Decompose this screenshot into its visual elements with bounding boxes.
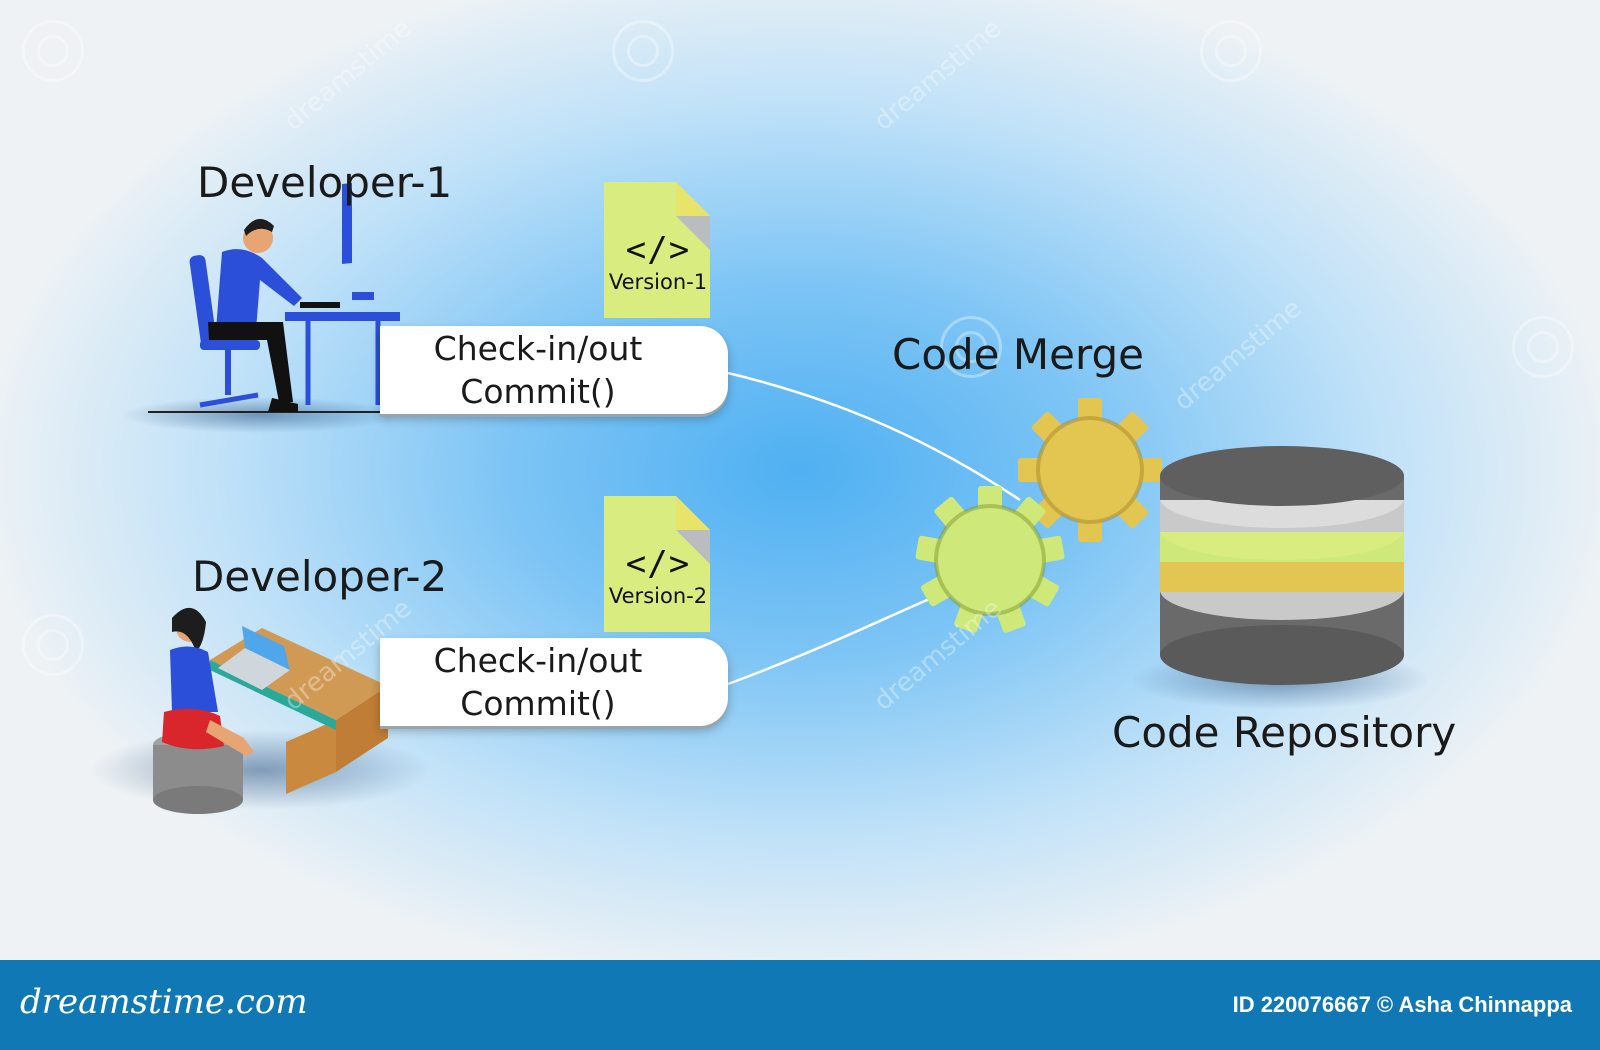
code-tag-icon: </>: [625, 544, 691, 584]
developer-1-illustration: [148, 183, 400, 413]
connector-line-1: [727, 371, 1021, 502]
footer-brand-logo: dreamstime.com: [20, 982, 308, 1022]
developer-2-pill-line2: Commit(): [460, 684, 616, 723]
gear-gold-icon: [1018, 398, 1162, 542]
developer-1-commit-pill: [380, 326, 728, 414]
file-version-2-icon: [604, 496, 710, 632]
code-merge-title: Code Merge: [892, 330, 1144, 379]
watermark-logo-icon: [612, 20, 674, 82]
connector-line-2: [727, 588, 951, 686]
watermark-logo-icon: [1512, 316, 1574, 378]
developer-2-commit-pill: [380, 638, 728, 726]
developer-1-pill-line2: Commit(): [460, 372, 616, 411]
watermark-logo-icon: [940, 316, 1002, 378]
file-version-2-label: </> Version-2: [604, 544, 712, 608]
developer-2-pill-line1: Check-in/out: [433, 641, 643, 680]
gear-green-icon: [915, 486, 1065, 633]
diagram-canvas: Developer-1 Check-in/out Commit() </> Ve…: [0, 0, 1600, 960]
file-version-1-icon: [604, 182, 710, 318]
developer-1-pill-line1: Check-in/out: [433, 329, 643, 368]
file-version-1-label: </> Version-1: [604, 230, 712, 294]
watermark-logo-icon: [22, 20, 84, 82]
developer-2-illustration: [153, 607, 388, 814]
database-icon: [1160, 446, 1404, 685]
watermark-logo-icon: [22, 614, 84, 676]
code-repository-title: Code Repository: [1112, 708, 1457, 757]
developer-2-title: Developer-2: [192, 552, 448, 601]
footer-image-id: ID 220076667 © Asha Chinnappa: [1232, 992, 1572, 1017]
file-version-2-text: Version-2: [608, 584, 708, 608]
diagram-graphics: [90, 182, 1430, 814]
code-tag-icon: </>: [625, 230, 691, 270]
file-version-1-text: Version-1: [608, 270, 708, 294]
footer-bar: dreamstime.com ID 220076667 © Asha Chinn…: [0, 960, 1600, 1050]
developer-1-title: Developer-1: [197, 158, 453, 207]
watermark-logo-icon: [1200, 20, 1262, 82]
